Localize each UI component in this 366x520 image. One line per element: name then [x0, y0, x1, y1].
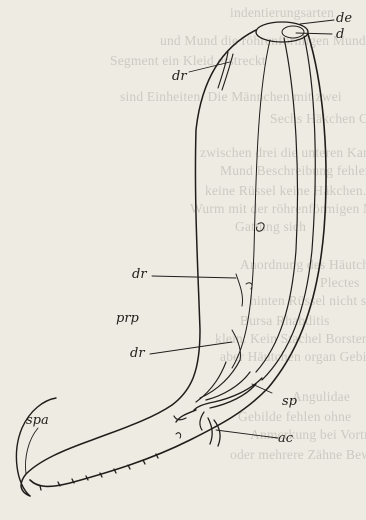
- label-ac: ac: [278, 432, 293, 445]
- organ-curl-3: [176, 433, 181, 438]
- gut-line-left: [232, 40, 270, 368]
- leader-de: [300, 20, 334, 24]
- gut-line-outer: [262, 36, 315, 380]
- label-dr-mid: dr: [132, 268, 147, 281]
- duct-lower: [232, 330, 241, 360]
- label-de: de: [336, 12, 352, 25]
- organ-curl-1: [257, 223, 265, 231]
- leader-ac: [216, 430, 278, 438]
- tail-tip-inner: [26, 428, 39, 474]
- leader-sp: [252, 384, 272, 393]
- label-dr-top: dr: [172, 70, 187, 83]
- label-sp: sp: [282, 395, 297, 408]
- papillae-row: [40, 454, 158, 490]
- gut-cross-section: [282, 26, 304, 38]
- label-prp: prp: [116, 312, 139, 325]
- leader-dr-mid: [152, 276, 236, 278]
- cut-end: [256, 22, 308, 42]
- body-outline-left: [21, 30, 256, 496]
- organ-curl-2: [246, 283, 252, 289]
- label-dr-low: dr: [130, 347, 145, 360]
- accessory-piece: [208, 418, 220, 446]
- leader-d: [296, 33, 332, 34]
- label-d: d: [336, 28, 344, 41]
- duct-upper: [218, 52, 233, 90]
- duct-mid: [236, 274, 243, 306]
- leader-dr-low: [150, 342, 232, 354]
- spicule-apparatus: [174, 360, 262, 430]
- label-spa: spa: [26, 414, 49, 427]
